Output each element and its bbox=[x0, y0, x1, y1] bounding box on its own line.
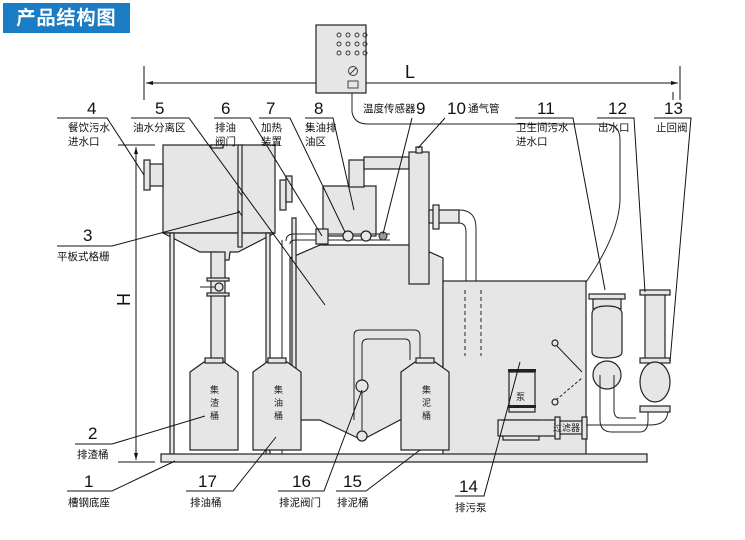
callout-text: 渣 bbox=[210, 397, 219, 409]
callout-text: 1 bbox=[84, 472, 93, 491]
callout-text: 15 bbox=[343, 472, 362, 491]
oil-bucket: 集 油 桶 bbox=[252, 357, 302, 451]
callout-text: 集 bbox=[210, 384, 219, 396]
height-label: H bbox=[114, 293, 134, 306]
mud-bucket: 集 泥 桶 bbox=[400, 357, 450, 451]
callout-text: 4 bbox=[87, 99, 96, 118]
pump-tank: 泵 过滤器 bbox=[442, 280, 588, 457]
callout-text: 11 bbox=[537, 99, 555, 118]
callout-text: 3 bbox=[83, 226, 92, 245]
callout-text: 17 bbox=[198, 472, 217, 491]
callout-text: 6 bbox=[221, 99, 230, 118]
callout-text: 桶 bbox=[274, 410, 283, 422]
callout-text: 装置 bbox=[261, 135, 282, 148]
callout-12: 12 出水口 bbox=[598, 99, 630, 134]
callout-text: 餐饮污水 bbox=[68, 121, 110, 134]
callout-text: 进水口 bbox=[68, 136, 100, 148]
length-label: L bbox=[405, 62, 415, 82]
callout-text: 排油桶 bbox=[190, 496, 222, 509]
callout-13: 13 止回阀 bbox=[656, 99, 688, 134]
callout-text: 平板式格栅 bbox=[57, 250, 110, 263]
callout-text: 13 bbox=[664, 99, 683, 118]
callout-text: 出水口 bbox=[598, 121, 630, 134]
callout-16: 16 排泥阀门 bbox=[279, 472, 321, 509]
callout-text: 14 bbox=[459, 477, 478, 496]
callout-text: 排渣桶 bbox=[77, 448, 109, 461]
callout-text: 集油排 bbox=[305, 121, 337, 134]
filter-label: 过滤器 bbox=[553, 422, 580, 434]
callout-14: 14 排污泵 bbox=[455, 477, 487, 514]
callout-2: 2 排渣桶 bbox=[77, 424, 109, 461]
channel-steel-base bbox=[160, 453, 648, 463]
callout-text: 槽钢底座 bbox=[68, 496, 110, 509]
callout-text: 温度传感器 bbox=[363, 102, 416, 115]
callout-text: 16 bbox=[292, 472, 311, 491]
callout-text: 5 bbox=[155, 99, 164, 118]
callout-text: 10 bbox=[447, 99, 466, 118]
pump-label: 泵 bbox=[516, 392, 525, 403]
callout-text: 7 bbox=[266, 99, 275, 118]
callout-text: 8 bbox=[314, 99, 323, 118]
callout-text: 排油 bbox=[215, 121, 236, 134]
callout-text: 卫生间污水 bbox=[516, 121, 569, 134]
callout-text: 9 bbox=[416, 99, 425, 118]
callout-text: 排污泵 bbox=[455, 501, 487, 514]
callout-5: 5 油水分离区 bbox=[133, 99, 186, 134]
callout-text: 油区 bbox=[305, 135, 326, 148]
callout-1: 1 槽钢底座 bbox=[68, 472, 110, 509]
callout-text: 油 bbox=[274, 397, 283, 409]
callout-text: 进水口 bbox=[516, 136, 548, 148]
callout-17: 17 排油桶 bbox=[190, 472, 222, 509]
callout-text: 排泥阀门 bbox=[279, 496, 321, 509]
callout-text: 12 bbox=[608, 99, 627, 118]
callout-text: 2 bbox=[88, 424, 97, 443]
callout-3: 3 平板式格栅 bbox=[57, 226, 110, 263]
callout-text: 排泥桶 bbox=[337, 496, 369, 509]
callout-text: 桶 bbox=[422, 410, 431, 422]
callout-15: 15 排泥桶 bbox=[337, 472, 369, 509]
slag-bucket: 集 渣 桶 bbox=[189, 357, 239, 451]
callout-text: 集 bbox=[274, 384, 283, 396]
control-box bbox=[315, 24, 621, 361]
length-dimension: L bbox=[143, 62, 681, 100]
callout-text: 泥 bbox=[422, 398, 431, 409]
callout-text: 桶 bbox=[210, 410, 219, 422]
callout-text: 止回阀 bbox=[656, 121, 688, 134]
callout-leaders bbox=[57, 92, 692, 497]
callout-text: 加热 bbox=[261, 121, 282, 134]
height-dimension: H bbox=[114, 144, 155, 463]
callout-text: 通气管 bbox=[468, 102, 500, 115]
outlet-pipework bbox=[586, 289, 671, 433]
callout-text: 阀门 bbox=[215, 135, 236, 148]
page-title: 产品结构图 bbox=[3, 3, 130, 33]
callout-text: 油水分离区 bbox=[133, 121, 186, 134]
callout-text: 集 bbox=[422, 384, 431, 396]
